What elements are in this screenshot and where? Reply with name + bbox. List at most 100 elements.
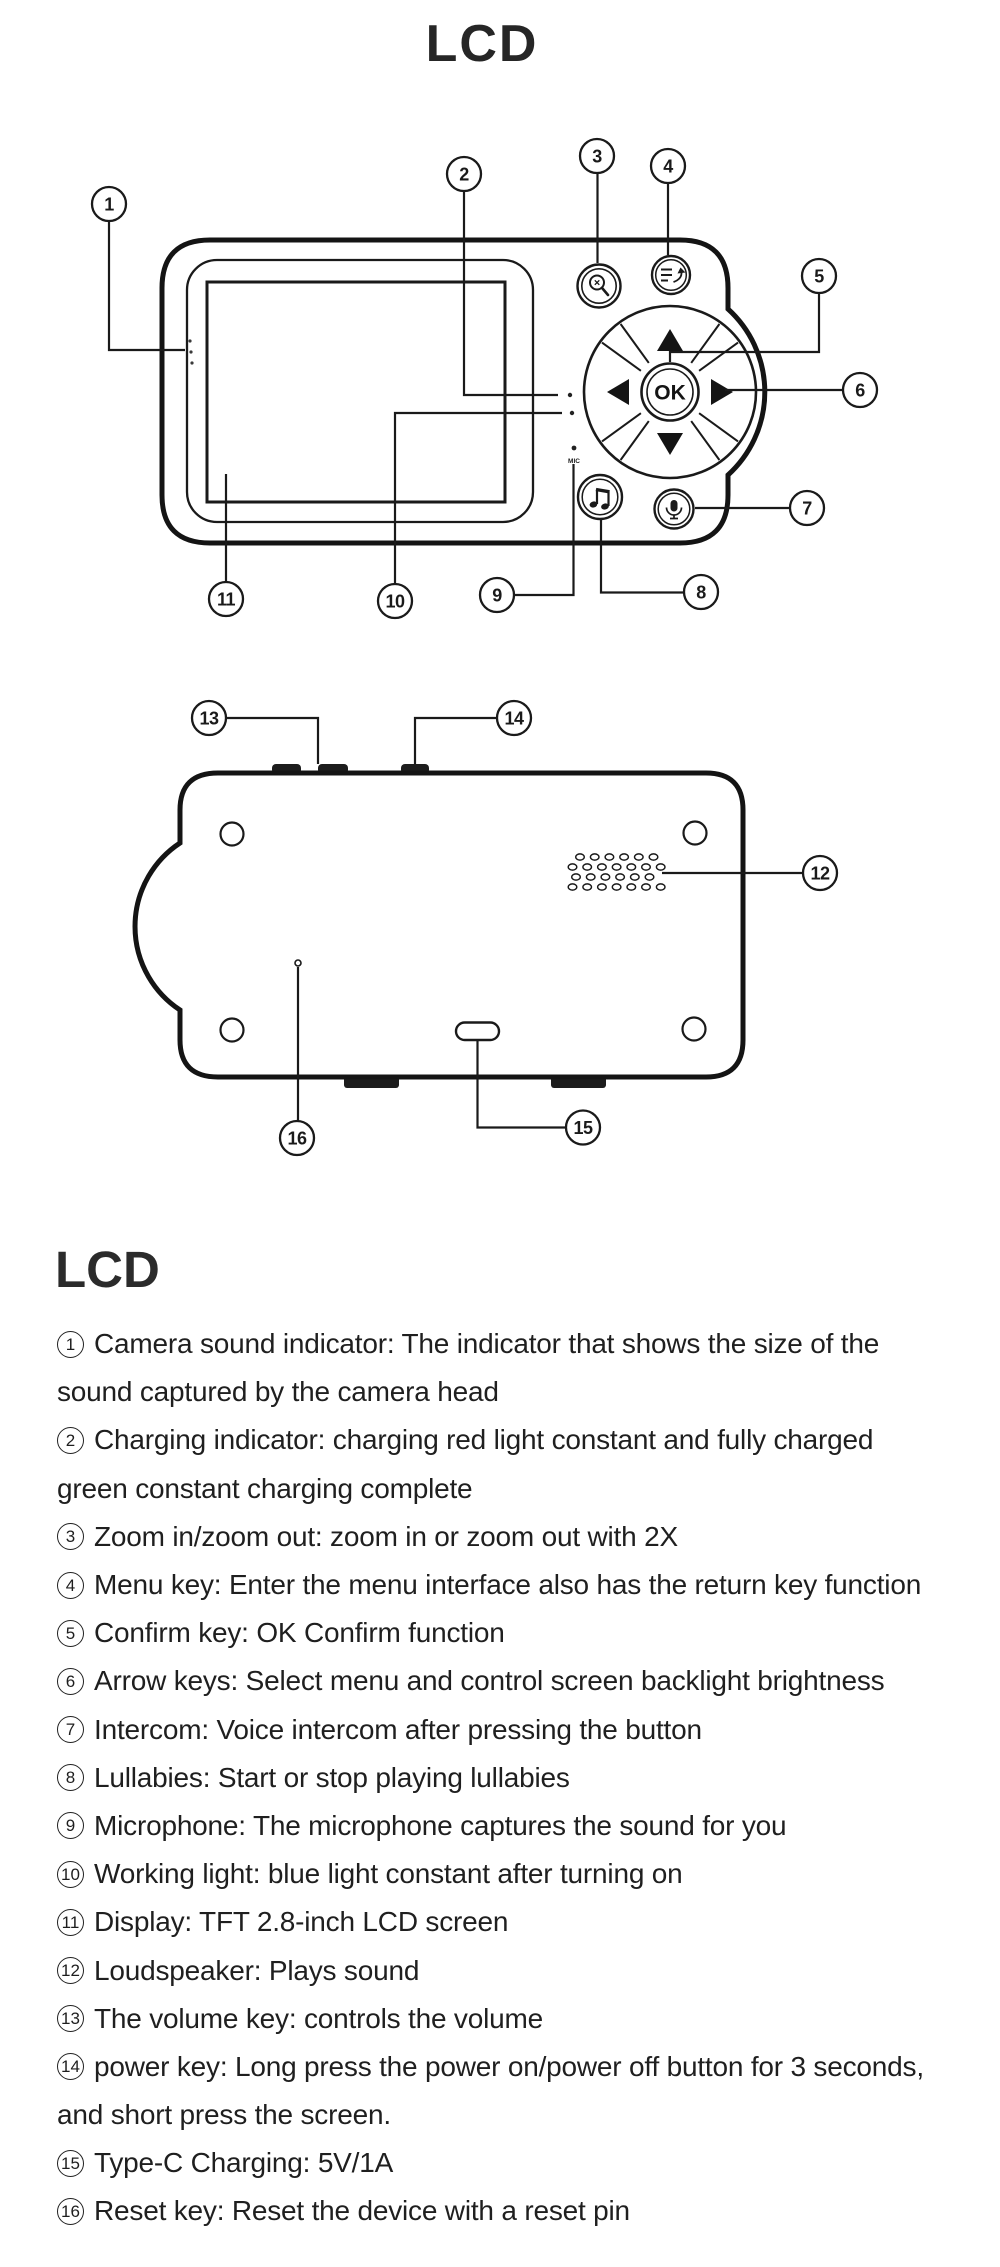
legend-item-text: Type-C Charging: 5V/1A bbox=[94, 2147, 394, 2179]
legend-item: 10 Working light: blue light constant aft… bbox=[57, 1850, 982, 1898]
front-callout-lines bbox=[107, 173, 842, 597]
legend-item-text: Confirm key: OK Confirm function bbox=[94, 1617, 505, 1649]
legend-item: 16 Reset key: Reset the device with a res… bbox=[57, 2187, 982, 2235]
arrow-down-icon bbox=[657, 433, 683, 455]
back-callout-lines bbox=[226, 716, 803, 1129]
svg-text:15: 15 bbox=[573, 1118, 593, 1138]
legend-item-text: Working light: blue light constant after… bbox=[94, 1858, 683, 1890]
legend-item-number: 12 bbox=[57, 1957, 84, 1985]
svg-text:16: 16 bbox=[287, 1129, 307, 1149]
callout-3: 3 bbox=[578, 137, 616, 175]
callout-7: 7 bbox=[788, 489, 826, 527]
legend-item-text: and short press the screen. bbox=[57, 2099, 391, 2131]
microphone-icon bbox=[665, 500, 683, 520]
legend-item-text: Lullabies: Start or stop playing lullabi… bbox=[94, 1761, 570, 1793]
svg-text:5: 5 bbox=[814, 267, 824, 287]
legend-item: 6 Arrow keys: Select menu and control scr… bbox=[57, 1657, 982, 1705]
svg-text:7: 7 bbox=[802, 499, 812, 519]
legend-item: 5 Confirm key: OK Confirm function bbox=[57, 1609, 982, 1657]
legend-item-number: 16 bbox=[57, 2197, 84, 2225]
dpad: OK bbox=[582, 304, 758, 480]
legend-item-text: Display: TFT 2.8-inch LCD screen bbox=[94, 1906, 509, 1938]
section-heading: LCD bbox=[55, 1241, 160, 1298]
legend-item-text: Arrow keys: Select menu and control scre… bbox=[94, 1665, 885, 1697]
menu-button bbox=[650, 254, 692, 296]
magnifier-icon bbox=[589, 274, 610, 297]
legend-item-text: Reset key: Reset the device with a reset… bbox=[94, 2195, 630, 2227]
legend-item: 15 Type-C Charging: 5V/1A bbox=[57, 2139, 982, 2187]
charging-indicator-led bbox=[567, 392, 573, 398]
legend-item-text: Intercom: Voice intercom after pressing … bbox=[94, 1713, 702, 1745]
callout-5: 5 bbox=[800, 257, 838, 295]
legend-item-text: The volume key: controls the volume bbox=[94, 2002, 543, 2034]
legend-item-number: 13 bbox=[57, 2005, 84, 2033]
legend-item: 11 Display: TFT 2.8-inch LCD screen bbox=[57, 1898, 982, 1946]
legend-item-number: 7 bbox=[57, 1716, 84, 1744]
legend-item-text: sound captured by the camera head bbox=[57, 1376, 499, 1408]
svg-text:2: 2 bbox=[459, 165, 469, 185]
back-view-diagram: 13 14 12 15 16 bbox=[132, 699, 839, 1157]
svg-text:6: 6 bbox=[855, 381, 865, 401]
legend-item-text: Charging indicator: charging red light c… bbox=[94, 1424, 874, 1456]
svg-text:13: 13 bbox=[199, 709, 219, 729]
arrow-right-icon bbox=[711, 379, 733, 405]
legend-item: 2 Charging indicator: charging red light … bbox=[57, 1416, 982, 1512]
menu-return-icon bbox=[661, 267, 686, 283]
legend-item-number: 5 bbox=[57, 1619, 84, 1647]
type-c-port bbox=[454, 1021, 501, 1042]
legend-item-number: 11 bbox=[57, 1908, 84, 1936]
legend-item-text: Menu key: Enter the menu interface also … bbox=[94, 1569, 922, 1601]
ok-label: OK bbox=[654, 382, 686, 405]
working-light-led bbox=[569, 410, 575, 416]
callout-15: 15 bbox=[564, 1109, 602, 1146]
svg-text:12: 12 bbox=[810, 864, 830, 884]
callout-10: 10 bbox=[376, 582, 414, 620]
svg-text:1: 1 bbox=[104, 195, 114, 215]
speaker-grille bbox=[567, 853, 666, 891]
legend-item: 13 The volume key: controls the volume bbox=[57, 1995, 982, 2043]
reset-hole bbox=[294, 959, 302, 967]
lcd-screen bbox=[205, 280, 507, 504]
callout-11: 11 bbox=[207, 580, 245, 618]
lullaby-button bbox=[576, 473, 624, 521]
legend-item-number: 10 bbox=[57, 1860, 84, 1888]
camera-sound-indicator bbox=[188, 339, 194, 365]
callout-2: 2 bbox=[445, 155, 483, 193]
legend-item: 7 Intercom: Voice intercom after pressing… bbox=[57, 1706, 982, 1754]
legend-item-text: green constant charging complete bbox=[57, 1472, 473, 1504]
svg-text:4: 4 bbox=[663, 157, 673, 177]
callout-6: 6 bbox=[841, 371, 879, 409]
microphone-hole bbox=[571, 445, 577, 451]
svg-text:10: 10 bbox=[385, 592, 405, 612]
front-view-diagram: MIC bbox=[90, 137, 879, 620]
callout-8: 8 bbox=[682, 573, 720, 611]
music-note-icon bbox=[589, 487, 610, 510]
screw-holes bbox=[219, 820, 708, 1043]
callout-1: 1 bbox=[90, 185, 128, 223]
callout-4: 4 bbox=[649, 147, 687, 185]
callout-12: 12 bbox=[801, 854, 839, 892]
zoom-button bbox=[576, 263, 622, 309]
legend-item-number: 3 bbox=[57, 1523, 84, 1551]
screen-bezel bbox=[185, 258, 535, 524]
callout-13: 13 bbox=[190, 699, 228, 737]
ok-button: OK bbox=[640, 362, 700, 422]
svg-text:9: 9 bbox=[492, 586, 502, 606]
svg-text:3: 3 bbox=[592, 147, 602, 167]
legend-item-number: 6 bbox=[57, 1667, 84, 1695]
callout-16: 16 bbox=[278, 1119, 316, 1157]
legend-item-number: 14 bbox=[57, 2053, 84, 2081]
page-title: LCD bbox=[425, 15, 539, 73]
legend-item-number: 15 bbox=[57, 2149, 84, 2177]
mic-label: MIC bbox=[568, 458, 580, 465]
legend-item-number: 2 bbox=[57, 1426, 84, 1454]
svg-text:8: 8 bbox=[696, 583, 706, 603]
legend-item-text: Zoom in/zoom out: zoom in or zoom out wi… bbox=[94, 1520, 678, 1552]
callout-9: 9 bbox=[478, 576, 516, 614]
